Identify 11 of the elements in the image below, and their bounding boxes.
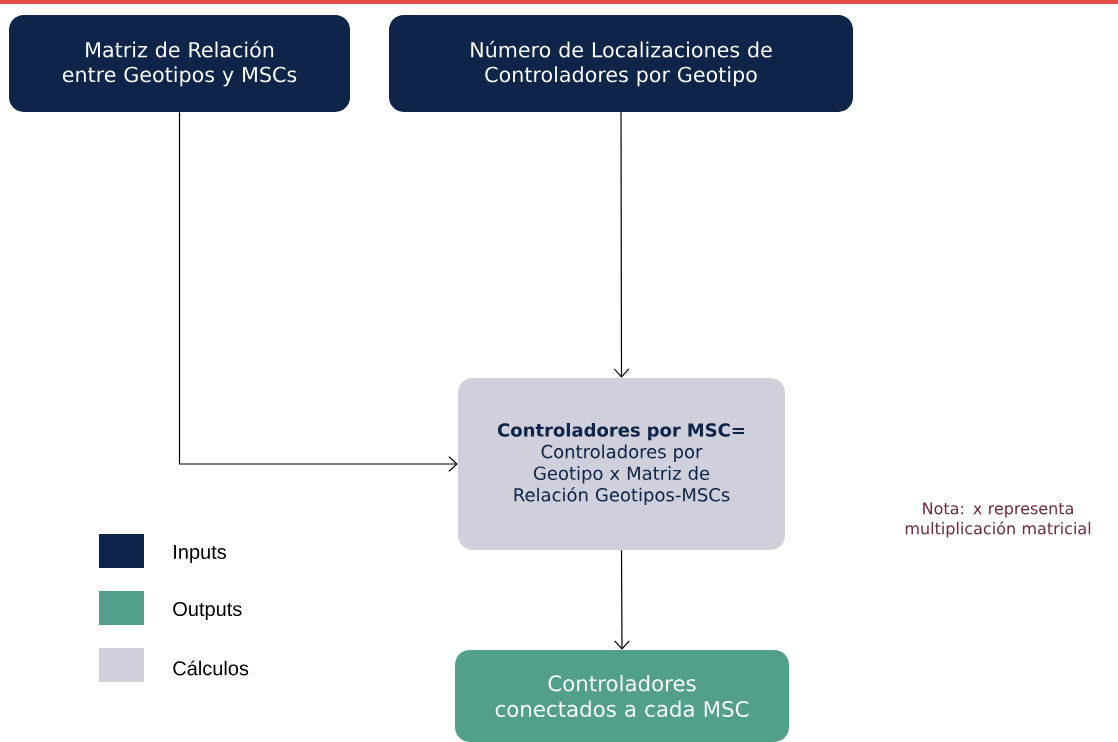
arrow bbox=[614, 549, 630, 650]
input-box: Número de Localizaciones de Controladores por Geotipo bbox=[389, 15, 853, 112]
input-box: Matriz de Relación entre Geotipos y MSCs bbox=[9, 15, 350, 112]
legend-label: Cálculos bbox=[173, 660, 249, 676]
calculation-box: Controladores por MSC= Controladores por Geotipo x Matriz de Relación Geotipos-MSCs bbox=[458, 378, 785, 550]
note: Nota: x representa multiplicación matricial bbox=[905, 502, 1091, 538]
legend-label: Inputs bbox=[174, 545, 226, 563]
legend-label: Outputs bbox=[173, 601, 242, 621]
arrow bbox=[613, 111, 630, 378]
arrow bbox=[178, 111, 458, 472]
output-box: Controladores conectados a cada MSC bbox=[455, 650, 789, 742]
